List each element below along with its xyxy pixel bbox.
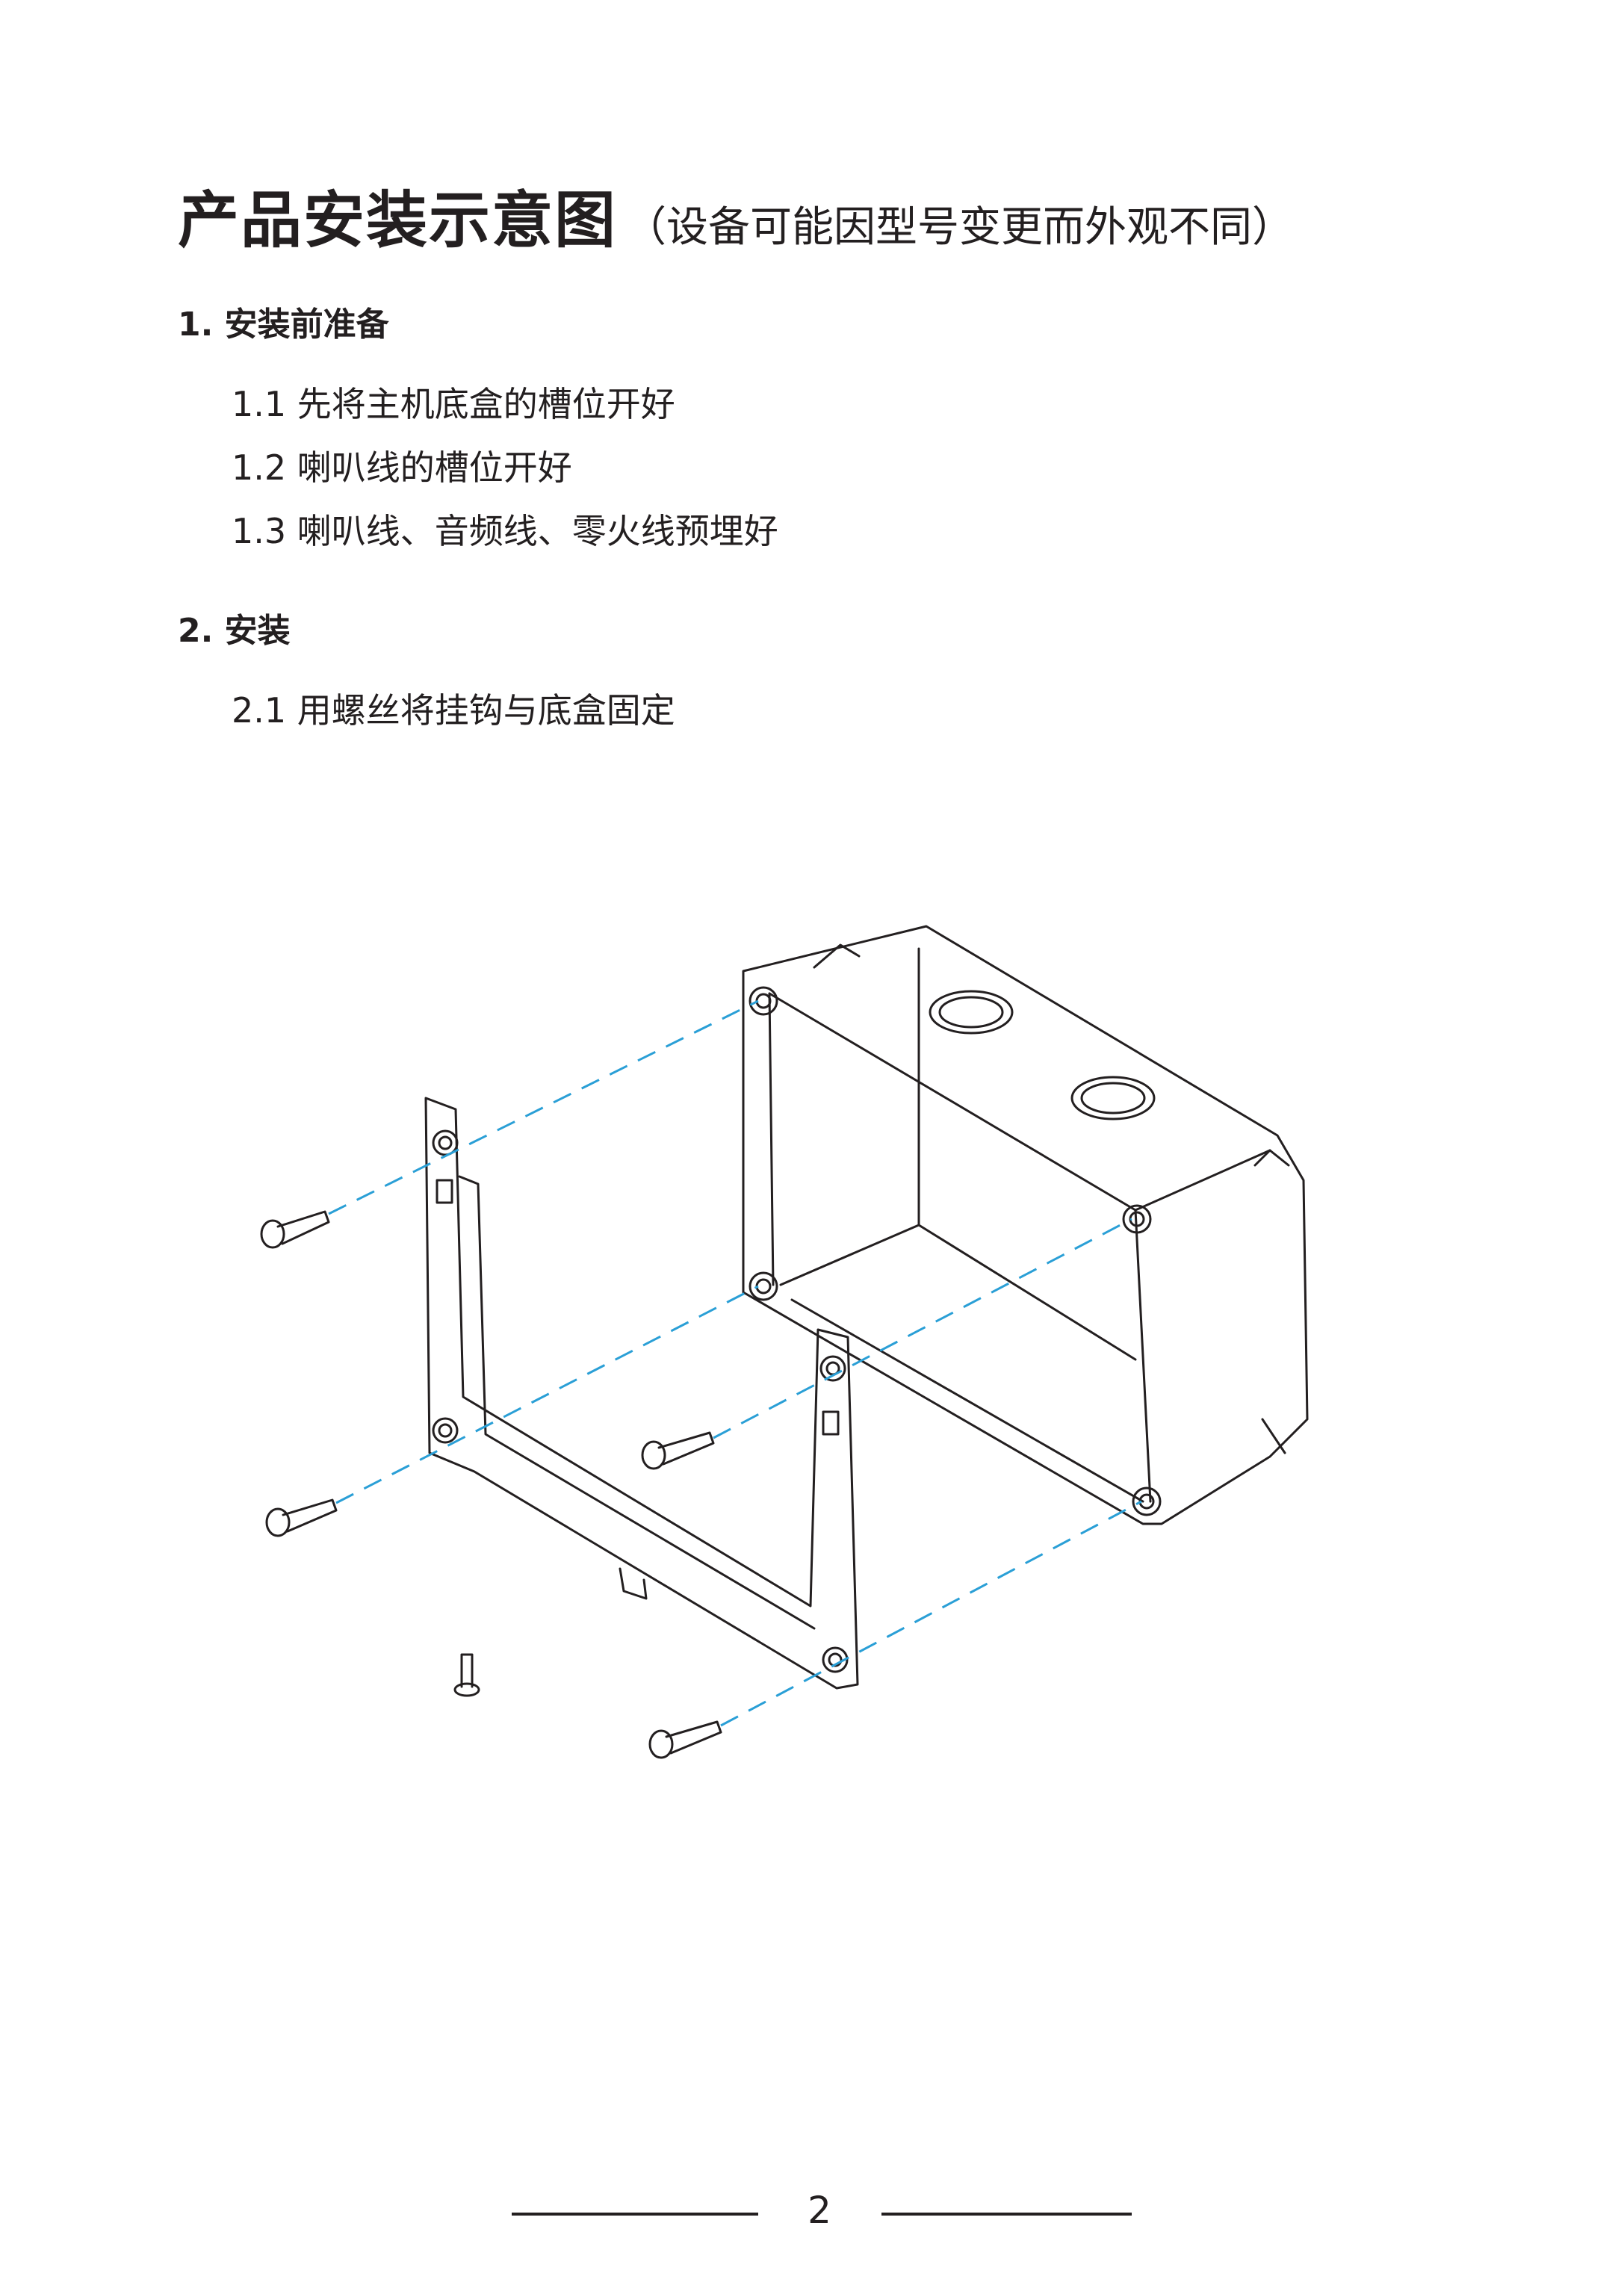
section-heading-preparation: 1. 安装前准备 bbox=[178, 306, 389, 344]
footer-divider-right bbox=[881, 2213, 1132, 2216]
screw bbox=[648, 1720, 722, 1759]
section-heading-install: 2. 安装 bbox=[178, 612, 291, 650]
screw bbox=[265, 1498, 338, 1537]
list-item: 1.3 喇叭线、音频线、零火线预埋好 bbox=[232, 511, 778, 551]
hook-bracket bbox=[424, 1097, 859, 1690]
alignment-lines bbox=[328, 999, 1142, 1727]
title-subtitle: （设备可能因型号变更而外观不同） bbox=[625, 203, 1295, 252]
installation-diagram bbox=[260, 925, 1309, 1759]
list-item: 1.1 先将主机底盒的槽位开好 bbox=[232, 384, 675, 424]
title-main: 产品安装示意图 bbox=[178, 185, 618, 256]
screw bbox=[641, 1431, 715, 1470]
page-number: 2 bbox=[808, 2189, 831, 2232]
footer-divider-left bbox=[512, 2213, 758, 2216]
page-title: 产品安装示意图（设备可能因型号变更而外观不同） bbox=[178, 170, 1294, 259]
back-box bbox=[742, 925, 1309, 1525]
list-item: 1.2 喇叭线的槽位开好 bbox=[232, 447, 572, 488]
list-item: 2.1 用螺丝将挂钩与底盒固定 bbox=[232, 690, 675, 731]
screw bbox=[260, 1210, 330, 1249]
screw-small bbox=[453, 1653, 480, 1697]
